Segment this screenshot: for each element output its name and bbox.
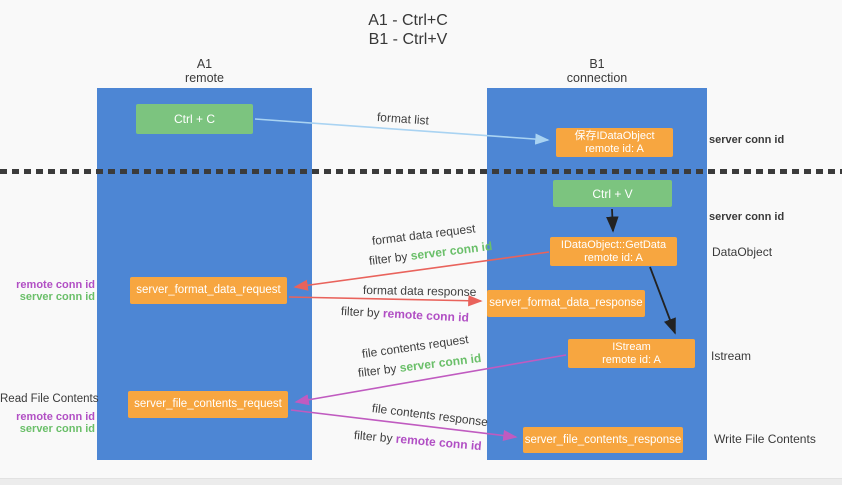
label-file-contents-response: file contents response <box>371 401 489 430</box>
node-server-format-data-request: server_format_data_request <box>130 277 287 304</box>
node-server-file-contents-response: server_file_contents_response <box>523 427 683 453</box>
node-server-file-contents-request: server_file_contents_request <box>128 391 288 418</box>
node-format-response-label: server_format_data_response <box>489 297 643 309</box>
label-format-list: format list <box>376 110 430 128</box>
label-format-data-response: format data response <box>362 283 477 299</box>
label-server-conn-id-right-mid: server conn id <box>709 211 785 223</box>
node-ctrl-v-label: Ctrl + V <box>592 186 633 201</box>
lane-a1-role: remote <box>185 71 224 85</box>
label-server-conn-id-right-top: server conn id <box>709 134 785 146</box>
lane-header-a1: A1 remote <box>97 57 312 85</box>
node-file-request-label: server_file_contents_request <box>134 398 282 410</box>
label-dataobject: DataObject <box>712 245 773 259</box>
dashed-separator-line <box>0 169 842 174</box>
server-conn-id-text: server conn id <box>409 238 493 263</box>
label-filter-by-remote-conn-id-1: filter by remote conn id <box>341 304 470 325</box>
remote-conn-id-text: remote conn id <box>395 431 483 454</box>
label-istream: Istream <box>711 349 752 363</box>
label-server-conn-id-left-1: server conn id <box>19 291 95 303</box>
lane-b1-role: connection <box>566 71 628 85</box>
filter-by-text: filter by <box>353 428 394 446</box>
filter-by-text: filter by <box>357 361 398 380</box>
label-write-file-contents: Write File Contents <box>714 432 816 446</box>
left-conn-id-cluster-1: remote conn id server conn id <box>0 279 95 303</box>
label-remote-conn-id-left-2: remote conn id <box>16 411 95 423</box>
node-save-idataobject: 保存IDataObject remote id: A <box>556 128 673 157</box>
node-save-idataobject-line2: remote id: A <box>585 142 644 155</box>
node-istream-line1: IStream <box>612 340 651 353</box>
node-ctrl-v: Ctrl + V <box>553 180 672 207</box>
title-line-a1: A1 - Ctrl+C <box>368 12 448 29</box>
node-format-request-label: server_format_data_request <box>136 284 281 296</box>
label-read-file-contents: Read File Contents <box>0 393 99 405</box>
node-ctrl-c: Ctrl + C <box>136 104 253 134</box>
remote-conn-id-text: remote conn id <box>382 306 470 325</box>
diagram-title: A1 - Ctrl+C B1 - Ctrl+V <box>0 11 816 49</box>
node-idataobject-getdata: IDataObject::GetData remote id: A <box>550 237 677 266</box>
bottom-strip <box>0 478 842 485</box>
left-conn-id-cluster-2: Read File Contents remote conn id server… <box>0 393 99 435</box>
title-line-b1: B1 - Ctrl+V <box>368 31 448 48</box>
filter-by-text: filter by <box>340 304 381 321</box>
node-istream-line2: remote id: A <box>602 353 661 366</box>
node-ctrl-c-label: Ctrl + C <box>173 112 215 126</box>
filter-by-text: filter by <box>368 249 409 268</box>
lane-header-b1: B1 connection <box>487 57 707 85</box>
server-conn-id-text: server conn id <box>398 350 482 375</box>
label-server-conn-id-left-2: server conn id <box>19 423 95 435</box>
lane-a1-name: A1 <box>196 57 213 71</box>
label-remote-conn-id-left-1: remote conn id <box>16 279 95 291</box>
node-istream: IStream remote id: A <box>568 339 695 368</box>
node-file-response-label: server_file_contents_response <box>524 433 682 446</box>
lane-b1-name: B1 <box>589 57 605 71</box>
node-getdata-line1: IDataObject::GetData <box>560 238 667 251</box>
node-server-format-data-response: server_format_data_response <box>487 290 645 317</box>
node-getdata-line2: remote id: A <box>584 251 643 264</box>
label-filter-by-remote-conn-id-2: filter by remote conn id <box>353 428 482 453</box>
node-save-idataobject-line1: 保存IDataObject <box>574 129 655 142</box>
